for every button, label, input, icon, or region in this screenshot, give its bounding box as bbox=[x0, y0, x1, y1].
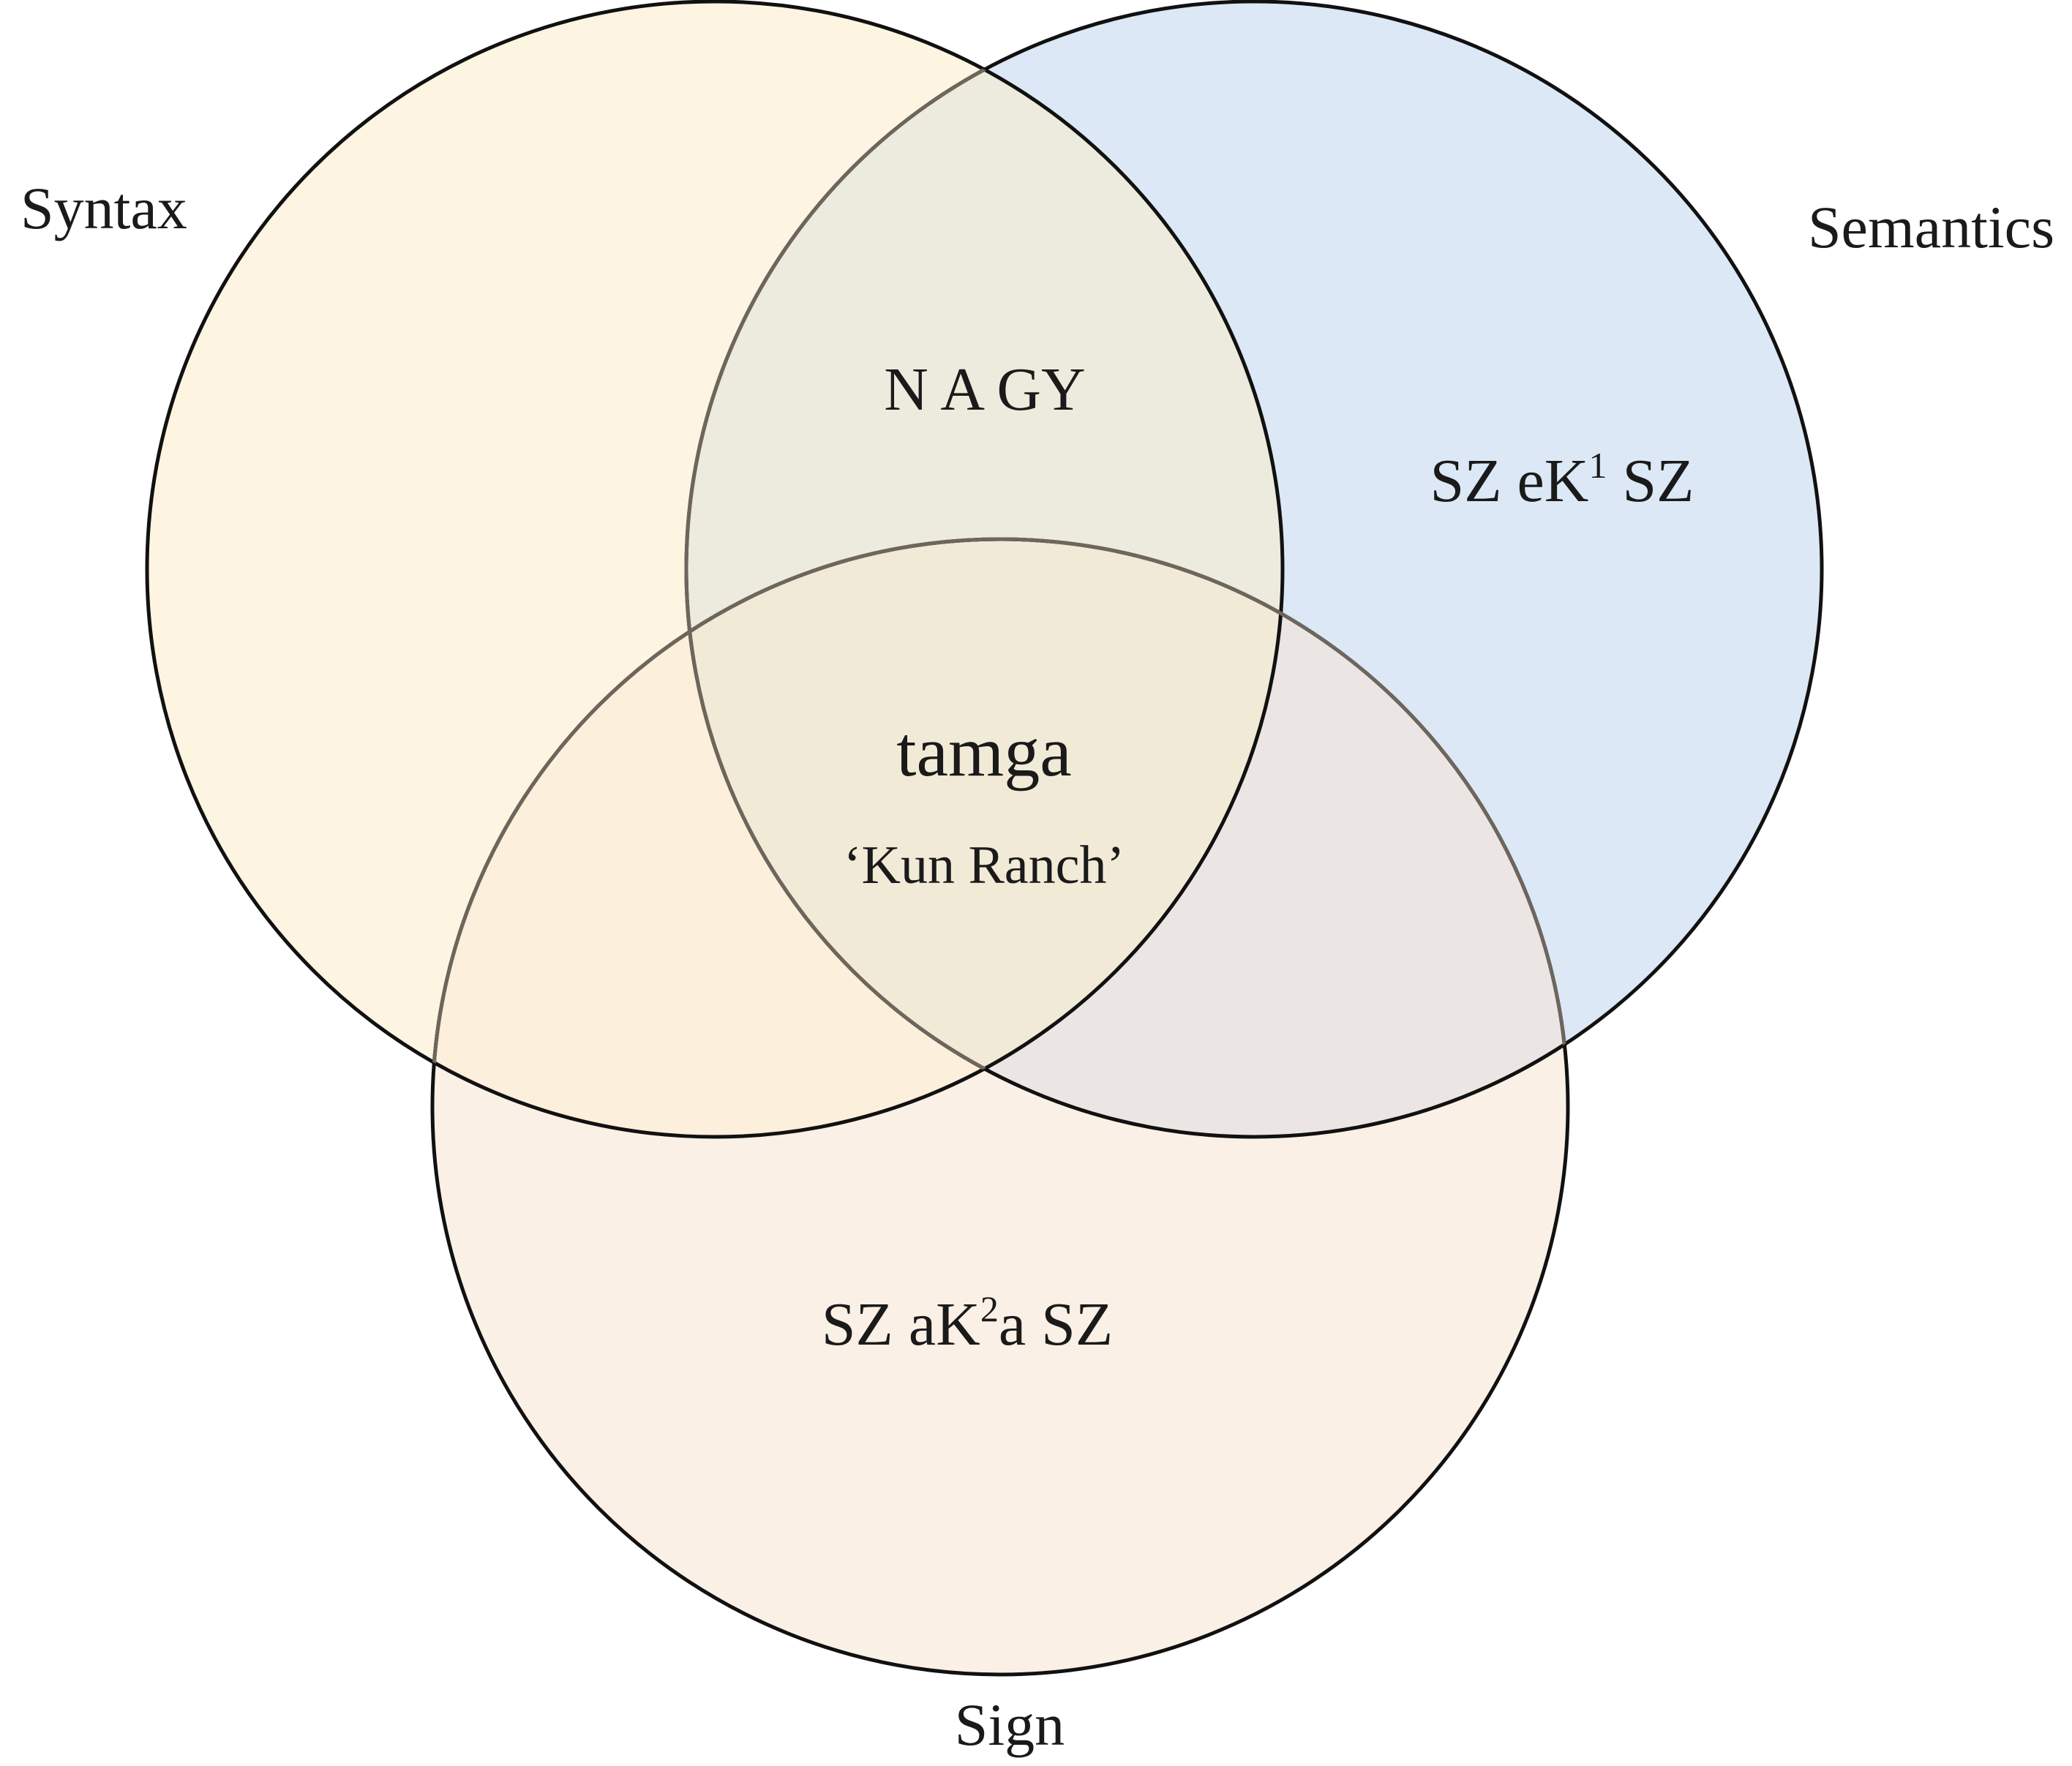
syntax-label: Syntax bbox=[20, 175, 187, 241]
semantics-only-label: SZ eK1 SZ bbox=[1430, 445, 1694, 515]
syntax-outline bbox=[145, 0, 1285, 1139]
sign-only-label: SZ aK2a SZ bbox=[822, 1288, 1113, 1359]
sign-label: Sign bbox=[955, 1691, 1065, 1758]
center-title: tamga bbox=[896, 713, 1071, 792]
semantics-inner-arc bbox=[684, 1, 1283, 1137]
semantics-label: Semantics bbox=[1808, 194, 2054, 260]
syntax-semantics-label: N A GY bbox=[884, 356, 1085, 424]
center-subtitle: ‘Kun Ranch’ bbox=[844, 835, 1125, 895]
